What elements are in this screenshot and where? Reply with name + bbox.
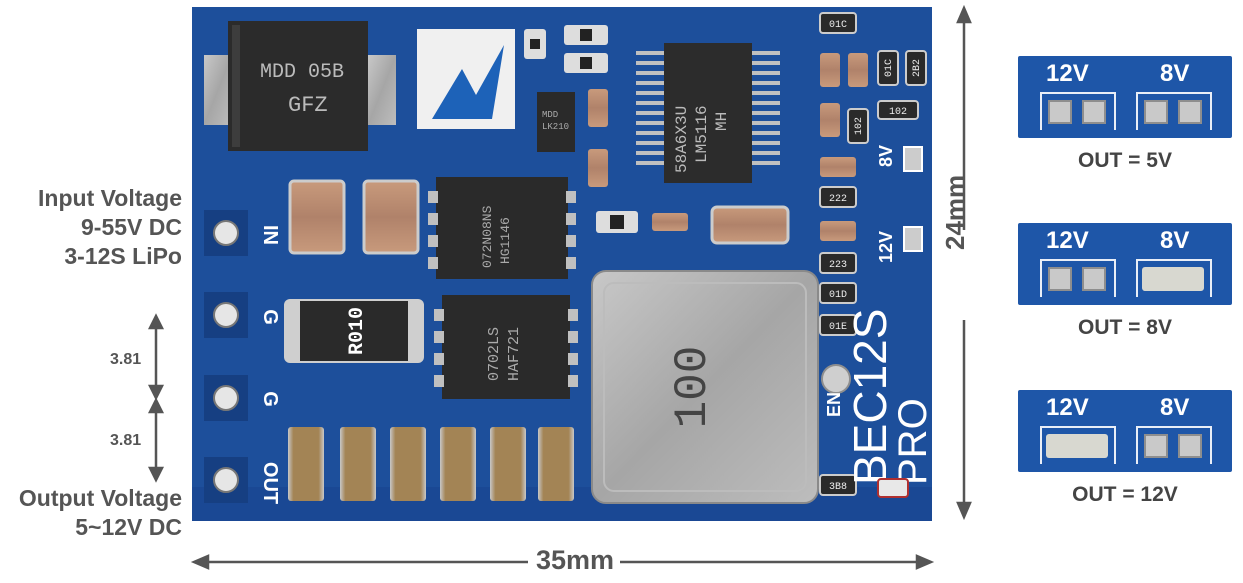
input-voltage-label: Input Voltage 9-55V DC 3-12S LiPo <box>38 184 182 271</box>
svg-text:222: 222 <box>829 194 847 205</box>
width-dimension-label: 35mm <box>536 545 615 575</box>
solder-bridge-8v <box>1142 267 1204 291</box>
solder-bridge-12v <box>1046 434 1108 458</box>
silk-12v: 12V <box>876 231 896 263</box>
logo-icon <box>432 45 504 119</box>
svg-text:01C: 01C <box>884 59 895 77</box>
model-line-1: BEC12S <box>844 309 896 485</box>
svg-text:HG1146: HG1146 <box>498 217 513 264</box>
silk-en: EN <box>824 392 844 417</box>
svg-text:MDD: MDD <box>542 110 558 120</box>
pin-label-out: OUT <box>259 462 281 504</box>
mosfet-1: 072N08NS HG1146 <box>428 177 576 279</box>
inset-result-5v: OUT = 5V <box>1078 149 1172 172</box>
enable-pad <box>821 364 851 394</box>
jumper-inset-5v: 12V 8V <box>1018 56 1232 138</box>
svg-text:100: 100 <box>667 346 719 429</box>
svg-text:102: 102 <box>889 107 907 118</box>
output-range: 5~12V DC <box>75 514 182 540</box>
pin-pads <box>204 210 248 503</box>
resistor-column: 01C 01C 2B2 102 102 222 223 01D 01E 3B8 <box>819 12 927 496</box>
svg-text:223: 223 <box>829 260 847 271</box>
input-capacitor-1 <box>288 179 346 255</box>
svg-text:102: 102 <box>854 117 865 135</box>
small-ic: MDD LK210 <box>537 92 575 152</box>
output-voltage-label: Output Voltage 5~12V DC <box>19 484 182 542</box>
svg-text:R010: R010 <box>346 307 369 355</box>
svg-text:GFZ: GFZ <box>288 93 328 118</box>
jumper-inset-12v: 12V 8V <box>1018 390 1232 472</box>
shunt-resistor: R010 <box>284 299 424 363</box>
svg-text:LK210: LK210 <box>542 122 569 132</box>
svg-text:01D: 01D <box>829 290 847 301</box>
svg-text:LM5116: LM5116 <box>693 105 711 163</box>
pin-label-g1: G <box>259 309 281 325</box>
silk-8v: 8V <box>876 145 896 167</box>
input-range: 9-55V DC <box>81 214 182 240</box>
pin-label-in: IN <box>259 225 281 245</box>
svg-text:58A6X3U: 58A6X3U <box>673 106 691 173</box>
svg-text:2B2: 2B2 <box>912 59 923 77</box>
controller-ic: 58A6X3U LM5116 MH <box>636 43 780 183</box>
bec-board: IN G G OUT MDD 05B GFZ MDD LK210 <box>192 7 932 521</box>
svg-text:MDD 05B: MDD 05B <box>260 61 344 84</box>
input-capacitor-2 <box>362 179 420 255</box>
pin-label-g2: G <box>259 391 281 407</box>
inductor: 100 <box>591 270 819 504</box>
model-line-2: PRO <box>891 398 932 485</box>
svg-text:01C: 01C <box>829 20 847 31</box>
pitch-top-label: 3.81 <box>110 351 142 368</box>
svg-text:3B8: 3B8 <box>829 482 847 493</box>
svg-text:01E: 01E <box>829 322 847 333</box>
output-title: Output Voltage <box>18 485 182 511</box>
svg-text:MH: MH <box>713 112 731 131</box>
jumper-inset-8v: 12V 8V <box>1018 223 1232 305</box>
svg-text:072N08NS: 072N08NS <box>480 205 495 268</box>
inset-result-8v: OUT = 8V <box>1078 316 1172 339</box>
output-capacitors <box>288 427 574 501</box>
input-cells: 3-12S LiPo <box>64 243 182 269</box>
status-led <box>877 478 909 498</box>
inset-result-12v: OUT = 12V <box>1072 483 1178 506</box>
svg-text:HAF721: HAF721 <box>506 327 523 381</box>
mosfet-2: 0702LS HAF721 <box>434 295 578 399</box>
pitch-bottom-label: 3.81 <box>110 432 142 449</box>
schottky-diode: MDD 05B GFZ <box>204 21 396 151</box>
input-title: Input Voltage <box>38 185 182 211</box>
svg-text:0702LS: 0702LS <box>486 327 503 381</box>
